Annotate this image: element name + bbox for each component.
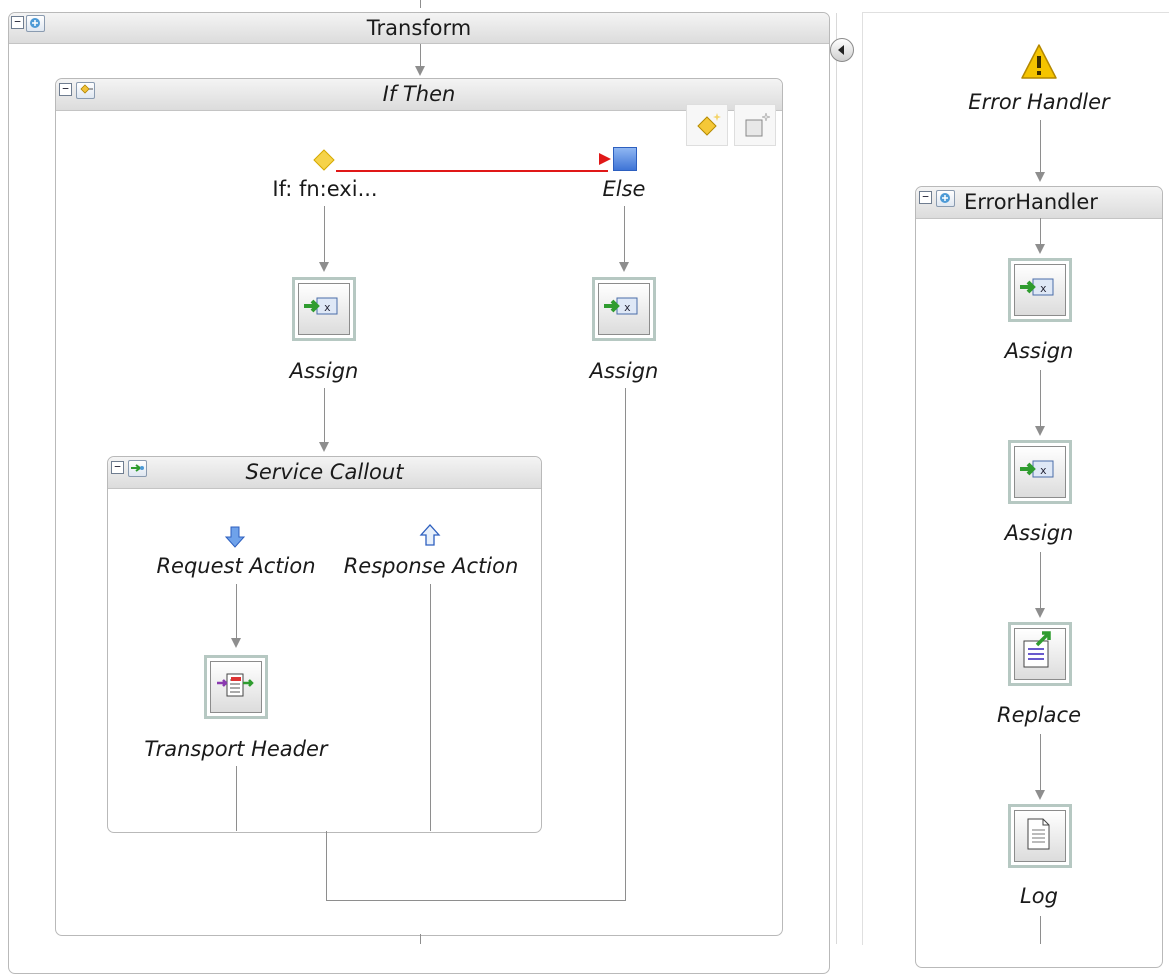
connector-eh-1 — [1040, 218, 1041, 244]
eh-assign-node-1[interactable]: x — [1008, 258, 1072, 322]
connector-eh-entry — [1040, 120, 1041, 172]
error-handler-collapse-button[interactable]: − — [919, 191, 932, 204]
request-action-label[interactable]: Request Action — [156, 554, 316, 578]
transport-header-icon — [217, 673, 254, 697]
connector-bottom — [420, 934, 421, 944]
connector-if-assign — [324, 206, 325, 262]
eh-log-node[interactable] — [1008, 804, 1072, 868]
arrow-icon — [619, 262, 629, 272]
assign-node-else[interactable]: x — [592, 277, 656, 341]
service-callout-icon — [128, 460, 147, 477]
response-action-label[interactable]: Response Action — [343, 554, 519, 578]
assign-icon: x — [604, 297, 638, 315]
arrow-icon — [1035, 244, 1045, 254]
connector-merge-horizontal — [326, 900, 626, 901]
connector-transport-down — [236, 766, 237, 831]
splitter-line — [836, 13, 837, 944]
svg-text:x: x — [324, 301, 331, 314]
assign-node-if[interactable]: x — [292, 277, 356, 341]
svg-text:x: x — [1040, 282, 1047, 295]
arrow-left-icon — [838, 45, 844, 55]
arrow-icon — [231, 638, 241, 648]
add-else-icon — [745, 112, 771, 137]
if-condition-diamond-icon[interactable] — [313, 149, 335, 171]
connector-else-assign — [624, 206, 625, 262]
request-arrow-icon — [224, 525, 246, 549]
if-then-header: − If Then — [56, 79, 782, 111]
eh-step-label-2: Assign — [1004, 521, 1074, 545]
connector-else-merge — [625, 388, 626, 900]
if-then-title: If Then — [382, 82, 456, 106]
assign-icon: x — [1020, 460, 1054, 478]
arrow-icon — [415, 66, 425, 76]
error-handler-title: ErrorHandler — [964, 190, 1098, 214]
assign-label-if: Assign — [289, 359, 359, 383]
assign-icon: x — [1020, 278, 1054, 296]
replace-icon — [1023, 631, 1051, 668]
connector-eh-2 — [1040, 370, 1041, 426]
add-condition-icon — [697, 113, 721, 136]
transform-title: Transform — [366, 16, 472, 40]
error-panel — [862, 12, 1169, 945]
connector-request-transport — [236, 584, 237, 638]
arrow-icon — [1035, 426, 1045, 436]
assign-label-else: Assign — [589, 359, 659, 383]
eh-step-label-3: Replace — [996, 703, 1081, 727]
assign-icon: x — [304, 297, 338, 315]
transform-collapse-button[interactable]: − — [11, 16, 24, 29]
collapse-panel-button[interactable] — [830, 38, 854, 62]
else-branch-icon[interactable] — [613, 147, 637, 171]
arrow-icon — [319, 262, 329, 272]
if-then-collapse-button[interactable]: − — [59, 83, 72, 96]
connector-eh-bottom — [1040, 916, 1041, 944]
error-handler-icon — [936, 190, 955, 207]
red-arrow-icon — [599, 153, 611, 165]
connector-transform-ifthen — [420, 44, 421, 66]
eh-step-label-4: Log — [1020, 884, 1058, 908]
error-handler-entry-label[interactable]: Error Handler — [968, 90, 1110, 114]
transform-icon — [26, 15, 45, 32]
else-label[interactable]: Else — [602, 177, 646, 201]
service-callout-title: Service Callout — [245, 460, 404, 484]
transform-header: − Transform — [9, 13, 829, 44]
arrow-icon — [1035, 790, 1045, 800]
if-condition-label[interactable]: If: fn:exi... — [272, 177, 378, 201]
transport-header-node[interactable] — [204, 655, 268, 719]
add-condition-button[interactable] — [686, 104, 728, 146]
eh-step-label-1: Assign — [1004, 339, 1074, 363]
svg-text:x: x — [624, 301, 631, 314]
service-callout-collapse-button[interactable]: − — [111, 461, 124, 474]
if-then-icon — [76, 82, 95, 99]
connector-top — [420, 0, 421, 8]
eh-assign-node-2[interactable]: x — [1008, 440, 1072, 504]
connector-response-down — [430, 584, 431, 831]
log-icon — [1027, 818, 1050, 850]
service-callout-stage: − Service Callout — [107, 456, 542, 833]
svg-text:x: x — [1040, 464, 1047, 477]
response-arrow-icon — [419, 523, 441, 547]
arrow-icon — [1035, 172, 1045, 182]
arrow-icon — [319, 442, 329, 452]
connector-assign-callout — [324, 388, 325, 442]
connector-eh-4 — [1040, 734, 1041, 790]
connector-eh-3 — [1040, 552, 1041, 608]
connector-callout-merge — [326, 831, 327, 900]
arrow-icon — [1035, 608, 1045, 618]
add-else-button[interactable] — [734, 104, 776, 146]
warning-icon[interactable] — [1019, 42, 1059, 82]
eh-replace-node[interactable] — [1008, 622, 1072, 686]
error-handler-header: − ErrorHandler — [916, 187, 1162, 219]
service-callout-header: − Service Callout — [108, 457, 541, 489]
transport-header-label: Transport Header — [144, 737, 328, 761]
if-else-link — [336, 158, 616, 172]
